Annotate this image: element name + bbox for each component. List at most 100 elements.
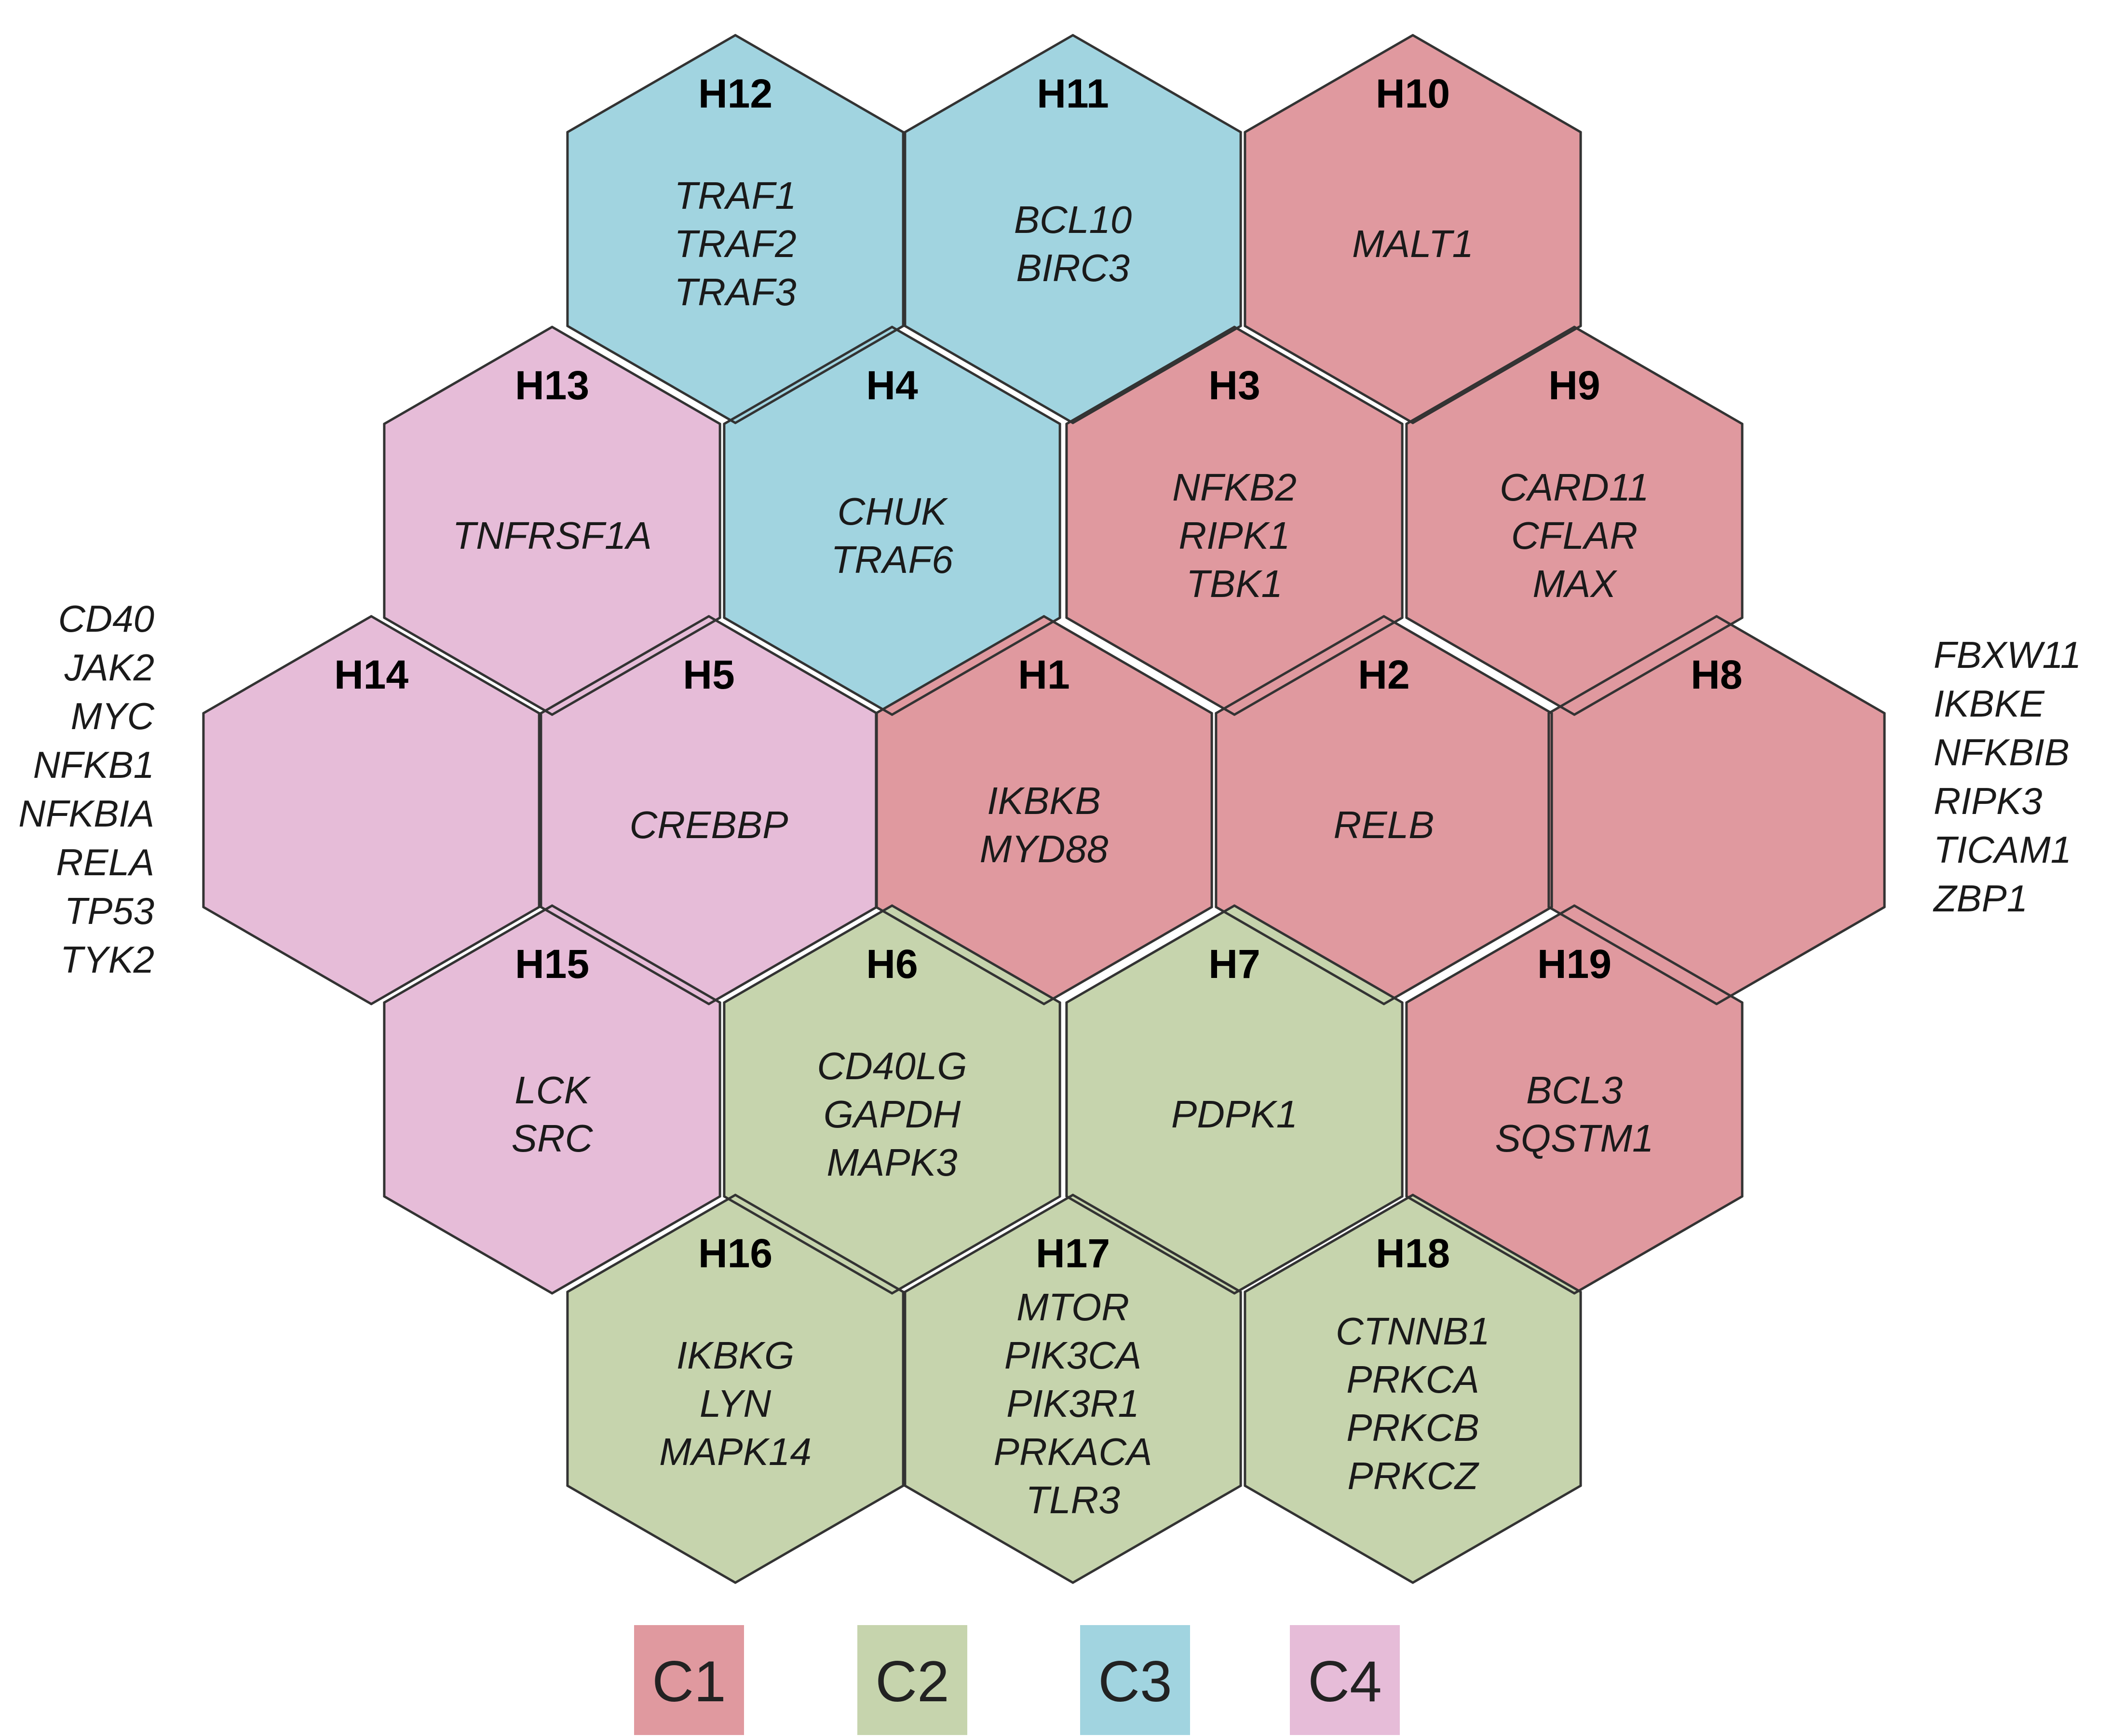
cluster-border	[1215, 906, 1385, 1005]
gene-label: CTNNB1	[1336, 1310, 1490, 1353]
cluster-border	[1065, 326, 1236, 425]
cluster-border	[1547, 906, 1718, 1005]
cluster-border	[1405, 326, 1576, 425]
gene-label: BCL10	[1014, 198, 1132, 241]
cluster-border	[566, 34, 737, 134]
hex-title-h3: H3	[1208, 363, 1260, 408]
hex-h10	[1245, 35, 1581, 423]
cluster-border	[566, 1194, 737, 1293]
cluster-border	[734, 1484, 905, 1584]
right-gene-item: TICAM1	[1934, 828, 2071, 871]
hex-title-h13: H13	[515, 363, 589, 408]
cluster-border	[540, 906, 710, 1005]
legend-swatch	[634, 1625, 744, 1735]
right-gene-item: NFKBIB	[1934, 731, 2070, 773]
hex-layer	[203, 35, 1885, 1583]
cluster-border	[1715, 906, 1886, 1005]
legend-swatch	[1080, 1625, 1190, 1735]
gene-label: BIRC3	[1016, 246, 1130, 289]
hex-title-h4: H4	[866, 363, 918, 408]
right-gene-item: IKBKE	[1934, 682, 2045, 725]
hex-h4	[724, 327, 1060, 715]
cluster-border	[904, 1194, 1074, 1293]
gene-label: GAPDH	[824, 1093, 961, 1136]
cluster-border	[1042, 906, 1213, 1005]
gene-label: CD40LG	[817, 1044, 967, 1087]
cluster-border	[734, 34, 905, 134]
gene-label: TNFRSF1A	[452, 514, 651, 557]
legend-swatch	[1290, 1625, 1400, 1735]
gene-label: TLR3	[1026, 1478, 1120, 1521]
cluster-border	[383, 616, 554, 716]
left-gene-item: CD40	[58, 597, 154, 640]
legend-label: C1	[652, 1649, 726, 1714]
cluster-border	[1411, 1194, 1582, 1293]
left-gene-item: RELA	[56, 841, 154, 883]
gene-label: IKBKB	[987, 779, 1101, 822]
gene-label: TRAF2	[674, 222, 796, 265]
hex-h19	[1406, 906, 1743, 1293]
cluster-border	[1573, 326, 1744, 425]
cluster-border	[1233, 326, 1404, 425]
gene-label: PRKCA	[1346, 1358, 1479, 1401]
gene-label: BCL3	[1526, 1069, 1623, 1112]
cluster-border	[383, 1195, 554, 1295]
cluster-border	[1233, 904, 1404, 1004]
cluster-border	[891, 326, 1061, 425]
hex-h9	[1406, 327, 1743, 715]
hex-title-h7: H7	[1208, 941, 1260, 987]
legend-label: C2	[875, 1649, 949, 1714]
cluster-border	[904, 1484, 1074, 1584]
border-layer	[202, 34, 1886, 1584]
gene-label: SQSTM1	[1495, 1117, 1654, 1160]
legend-label: C3	[1098, 1649, 1172, 1714]
hex-title-h11: H11	[1037, 71, 1109, 116]
cluster-border	[551, 904, 721, 1004]
gene-label: PIK3R1	[1006, 1382, 1139, 1425]
gene-label: TRAF1	[674, 174, 796, 217]
cluster-border	[891, 904, 1061, 1004]
cluster-border	[1405, 904, 1576, 1004]
cluster-border	[202, 906, 373, 1005]
cluster-border	[370, 615, 541, 715]
left-gene-item: JAK2	[64, 646, 154, 689]
cluster-border	[707, 615, 878, 715]
gene-label: IKBKG	[677, 1334, 795, 1377]
gene-label: PIK3CA	[1004, 1334, 1142, 1377]
gene-label: MAPK14	[659, 1430, 812, 1473]
gene-label: PRKCB	[1346, 1406, 1479, 1449]
hex-title-h2: H2	[1358, 652, 1409, 697]
right-gene-item: RIPK3	[1934, 780, 2042, 822]
cluster-border	[1071, 1194, 1242, 1293]
cluster-border	[1071, 1484, 1242, 1584]
cluster-border	[1233, 616, 1404, 716]
legend-item-c1: C1	[634, 1625, 744, 1735]
hex-h2	[1216, 616, 1552, 1004]
legend-item-c2: C2	[857, 1625, 967, 1735]
hex-h15	[384, 906, 720, 1293]
gene-label: CFLAR	[1511, 514, 1638, 557]
right-gene-item: ZBP1	[1933, 877, 2028, 920]
cluster-border	[707, 906, 878, 1005]
gene-label: PRKCZ	[1347, 1454, 1479, 1497]
cluster-border	[1233, 1195, 1404, 1295]
left-gene-item: NFKB1	[33, 744, 154, 786]
gene-label: LYN	[700, 1382, 772, 1425]
cluster-border	[370, 906, 541, 1005]
hex-title-h9: H9	[1548, 363, 1600, 408]
gene-label: NFKB2	[1172, 466, 1297, 509]
cluster-border	[1244, 325, 1414, 424]
hex-title-h12: H12	[698, 71, 772, 116]
cluster-border	[1715, 615, 1886, 715]
left-gene-item: TP53	[65, 890, 154, 932]
cluster-border	[1411, 325, 1582, 424]
hex-title-h8: H8	[1691, 652, 1742, 697]
cluster-border	[1411, 34, 1582, 134]
cluster-border	[566, 325, 737, 424]
gene-label: MAX	[1532, 562, 1617, 605]
cluster-border	[551, 326, 721, 425]
cluster-border	[551, 1195, 721, 1295]
cluster-border	[723, 904, 894, 1004]
hex-h1	[876, 616, 1212, 1004]
